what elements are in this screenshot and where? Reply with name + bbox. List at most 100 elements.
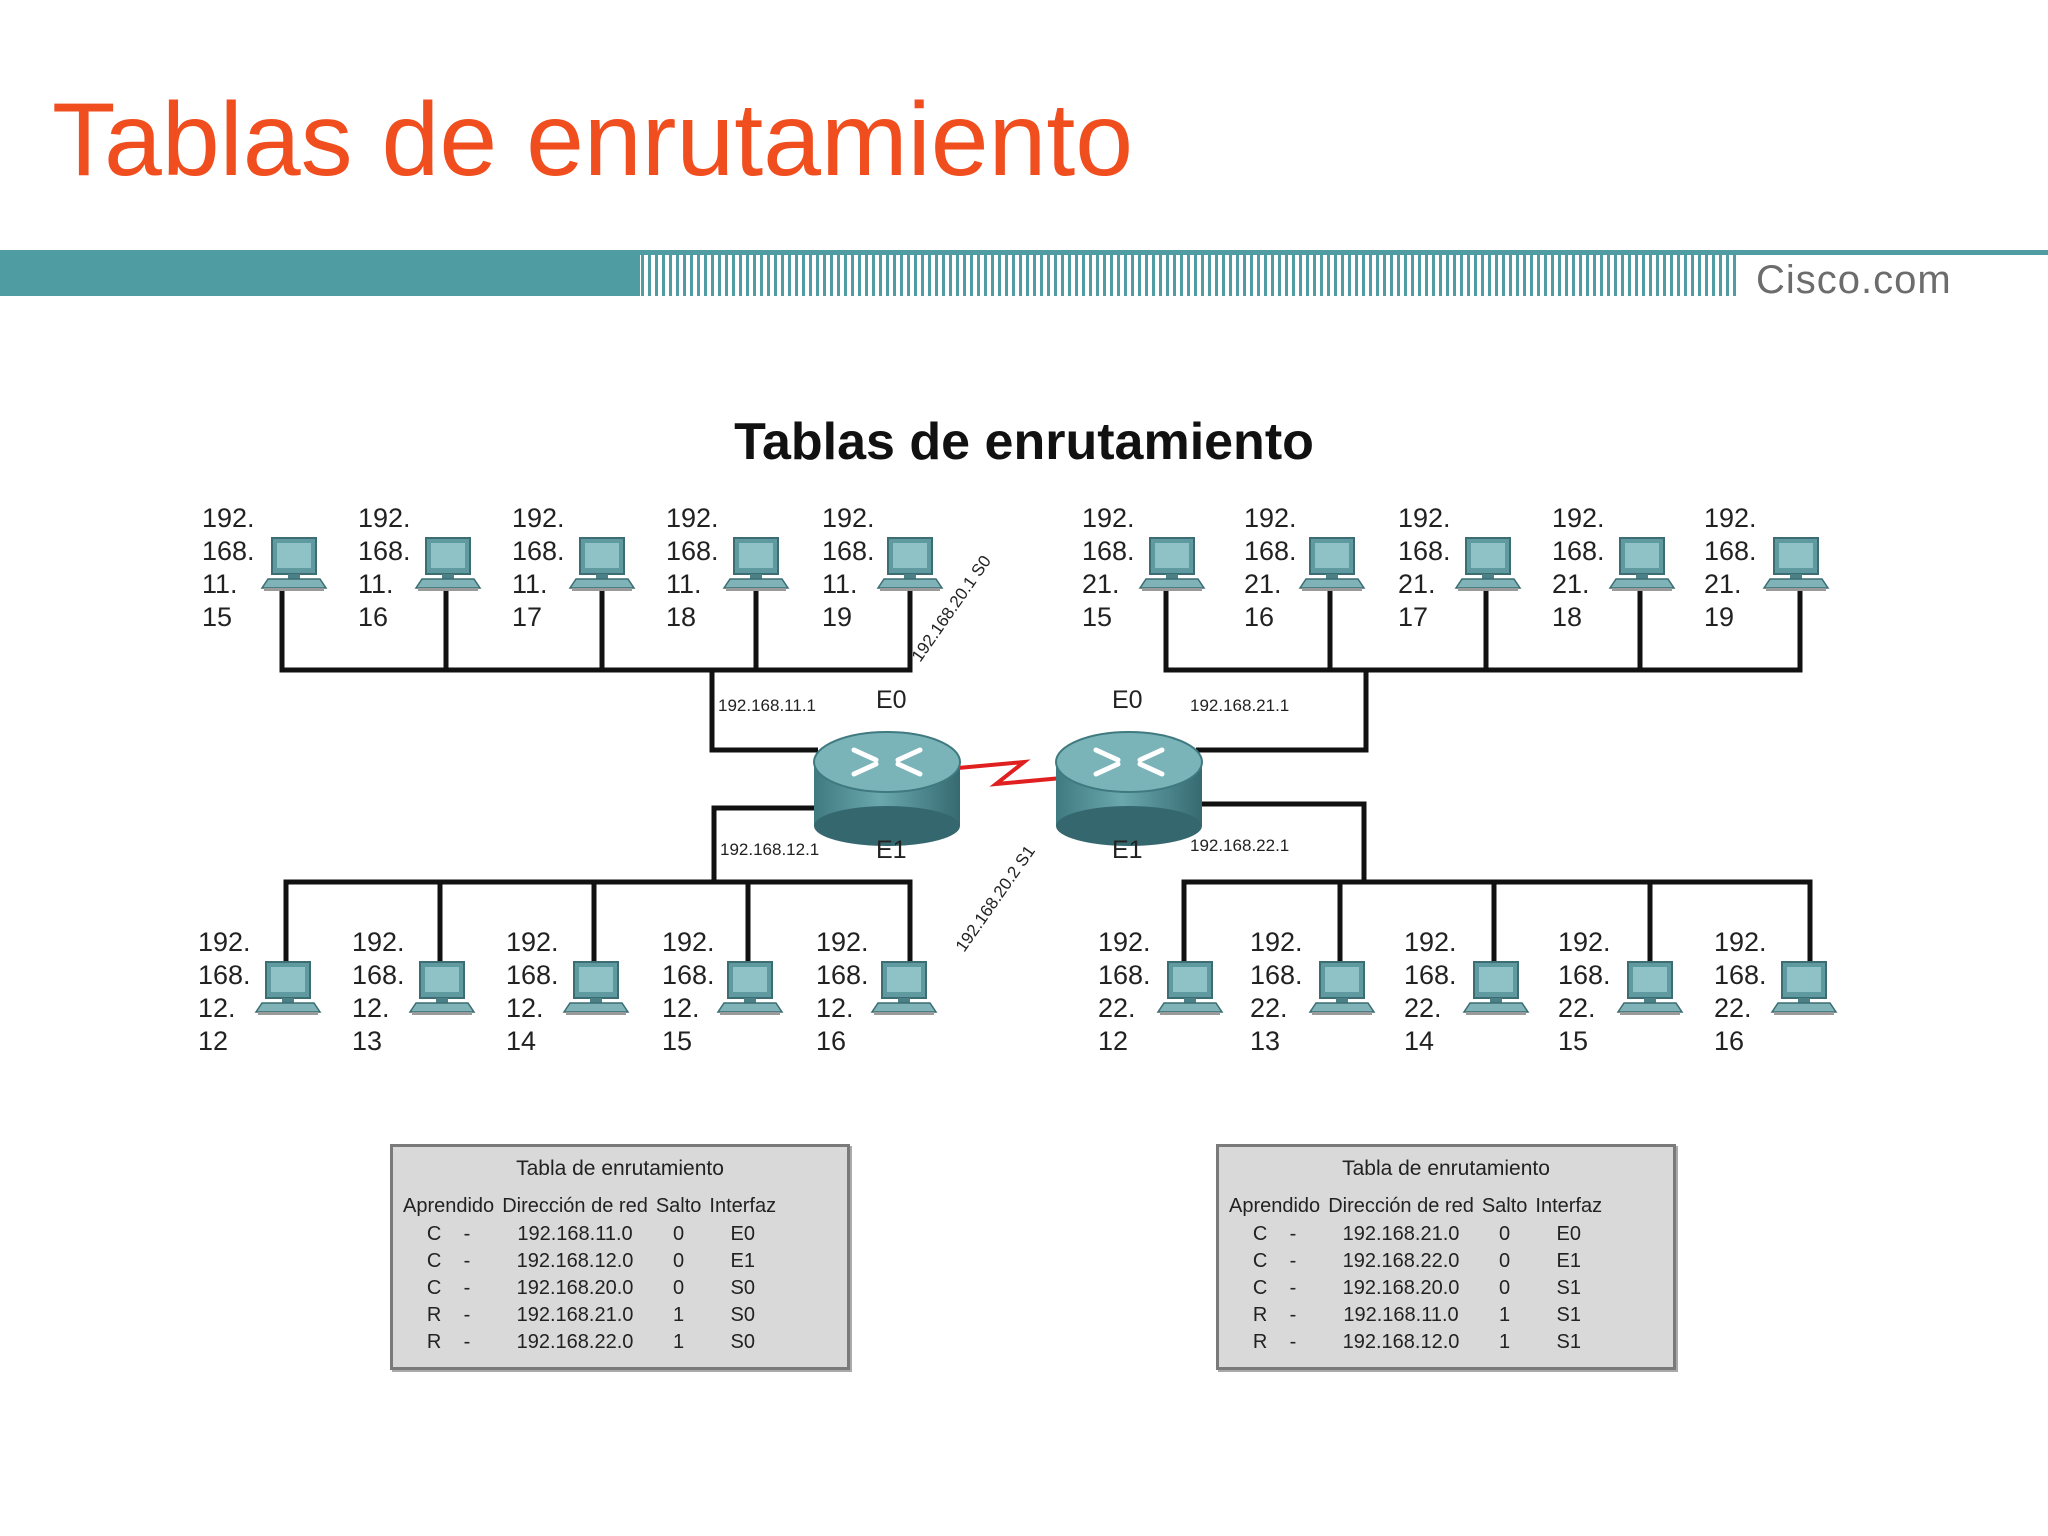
header-banner xyxy=(0,250,2048,296)
computer-icon xyxy=(415,537,481,592)
lan-bottom-left-wiring xyxy=(283,805,913,968)
column-header: Salto xyxy=(655,1194,702,1217)
column-header: Salto xyxy=(1481,1194,1528,1217)
table-row: C - 192.168.20.0 0 S0 xyxy=(399,1275,780,1302)
column-header: Interfaz xyxy=(709,1194,777,1217)
computer-icon xyxy=(717,961,783,1016)
computer-icon xyxy=(261,537,327,592)
banner-stripes xyxy=(620,250,1740,296)
computer-icon xyxy=(871,961,937,1016)
hop-cell: 1 xyxy=(673,1304,685,1326)
host-ip-label: 192. 168. 21. 16 xyxy=(1244,503,1297,632)
hop-cell: 0 xyxy=(1499,1223,1511,1245)
table-row: C - 192.168.12.0 0 E1 xyxy=(399,1248,780,1275)
router-b-icon[interactable] xyxy=(1055,731,1203,846)
column-header: Aprendido xyxy=(403,1194,495,1217)
table-row: C - 192.168.11.0 0 E0 xyxy=(399,1221,780,1248)
network-cell: 192.168.12.0 xyxy=(516,1250,634,1272)
host-ip-label: 192. 168. 21. 18 xyxy=(1552,503,1605,632)
interface-cell: S0 xyxy=(730,1304,755,1326)
network-cell: 192.168.20.0 xyxy=(1342,1277,1460,1299)
computer-icon xyxy=(877,537,943,592)
computer-icon xyxy=(1309,961,1375,1016)
cisco-brand-logo: Cisco.com xyxy=(1756,258,1952,302)
network-cell: 192.168.22.0 xyxy=(516,1331,634,1353)
interface-cell: E0 xyxy=(730,1223,755,1245)
learned-cell: C - xyxy=(426,1223,471,1245)
router-b-e1-label: E1 xyxy=(1112,836,1143,864)
computer-icon xyxy=(1299,537,1365,592)
table-row: C - 192.168.21.0 0 E0 xyxy=(1225,1221,1606,1248)
host-ip-label: 192. 168. 21. 19 xyxy=(1704,503,1757,632)
learned-cell: R - xyxy=(1252,1304,1297,1326)
diagram-title: Tablas de enrutamiento xyxy=(734,413,1314,471)
hop-cell: 1 xyxy=(1499,1331,1511,1353)
lan-top-right-wiring xyxy=(1163,590,1803,753)
host-ip-label: 192. 168. 22. 16 xyxy=(1714,927,1767,1056)
learned-cell: R - xyxy=(426,1331,471,1353)
host-ip-label: 192. 168. 11. 15 xyxy=(202,503,255,632)
interface-cell: S1 xyxy=(1556,1304,1581,1326)
computer-icon xyxy=(1609,537,1675,592)
table-header-row: Aprendido Dirección de red Salto Interfa… xyxy=(399,1191,780,1221)
table-header-row: Aprendido Dirección de red Salto Interfa… xyxy=(1225,1191,1606,1221)
routing-table-caption: Tabla de enrutamiento xyxy=(516,1157,724,1180)
table-row: C - 192.168.20.0 0 S1 xyxy=(1225,1275,1606,1302)
interface-cell: S0 xyxy=(730,1277,755,1299)
lan-bottom-right-wiring xyxy=(1181,801,1813,968)
hop-cell: 1 xyxy=(673,1331,685,1353)
computer-icon xyxy=(1139,537,1205,592)
routing-table-b: Tabla de enrutamiento Aprendido Direcció… xyxy=(1216,1144,1676,1370)
column-header: Dirección de red xyxy=(502,1194,648,1217)
serial-link xyxy=(957,759,1063,787)
routing-table-grid: Aprendido Dirección de red Salto Interfa… xyxy=(1225,1191,1606,1356)
routing-table-caption: Tabla de enrutamiento xyxy=(1342,1157,1550,1180)
computer-icon xyxy=(563,961,629,1016)
router-a-e1-label: E1 xyxy=(876,836,907,864)
router-a-e0-ip: 192.168.11.1 xyxy=(718,696,816,715)
interface-cell: S1 xyxy=(1556,1331,1581,1353)
network-cell: 192.168.20.0 xyxy=(516,1277,634,1299)
router-a-e1-ip: 192.168.12.1 xyxy=(720,840,820,859)
computer-icon xyxy=(1617,961,1683,1016)
host-ip-label: 192. 168. 22. 15 xyxy=(1558,927,1611,1056)
host-ip-label: 192. 168. 12. 13 xyxy=(352,927,405,1056)
network-cell: 192.168.22.0 xyxy=(1342,1250,1460,1272)
slide-title: Tablas de enrutamiento xyxy=(52,82,1134,198)
computer-icon xyxy=(1463,961,1529,1016)
host-ip-label: 192. 168. 22. 12 xyxy=(1098,927,1151,1056)
host-ip-label: 192. 168. 12. 15 xyxy=(662,927,715,1056)
learned-cell: C - xyxy=(426,1277,471,1299)
router-a-icon[interactable] xyxy=(813,731,961,846)
network-cell: 192.168.21.0 xyxy=(516,1304,634,1326)
learned-cell: C - xyxy=(1252,1250,1297,1272)
network-cell: 192.168.12.0 xyxy=(1342,1331,1460,1353)
computer-icon xyxy=(1157,961,1223,1016)
hop-cell: 0 xyxy=(673,1250,685,1272)
column-header: Aprendido xyxy=(1229,1194,1321,1217)
lan-top-left-wiring xyxy=(279,590,913,753)
host-ip-label: 192. 168. 11. 16 xyxy=(358,503,411,632)
network-cell: 192.168.11.0 xyxy=(517,1223,633,1245)
computer-icon xyxy=(409,961,475,1016)
table-row: R - 192.168.11.0 1 S1 xyxy=(1225,1302,1606,1329)
interface-cell: E1 xyxy=(730,1250,755,1272)
host-ip-label: 192. 168. 21. 15 xyxy=(1082,503,1135,632)
network-cell: 192.168.11.0 xyxy=(1343,1304,1459,1326)
routing-table-grid: Aprendido Dirección de red Salto Interfa… xyxy=(399,1191,780,1356)
network-cell: 192.168.21.0 xyxy=(1342,1223,1460,1245)
column-header: Interfaz xyxy=(1535,1194,1603,1217)
computer-icon xyxy=(1771,961,1837,1016)
hop-cell: 1 xyxy=(1499,1304,1511,1326)
learned-cell: R - xyxy=(426,1304,471,1326)
router-b-e0-label: E0 xyxy=(1112,686,1143,714)
computer-icon xyxy=(1455,537,1521,592)
hop-cell: 0 xyxy=(673,1277,685,1299)
learned-cell: C - xyxy=(1252,1223,1297,1245)
router-b-e1-ip: 192.168.22.1 xyxy=(1190,836,1290,855)
computer-icon xyxy=(569,537,635,592)
host-ip-label: 192. 168. 11. 17 xyxy=(512,503,565,632)
interface-cell: S1 xyxy=(1556,1277,1581,1299)
routing-table-a: Tabla de enrutamiento Aprendido Direcció… xyxy=(390,1144,850,1370)
